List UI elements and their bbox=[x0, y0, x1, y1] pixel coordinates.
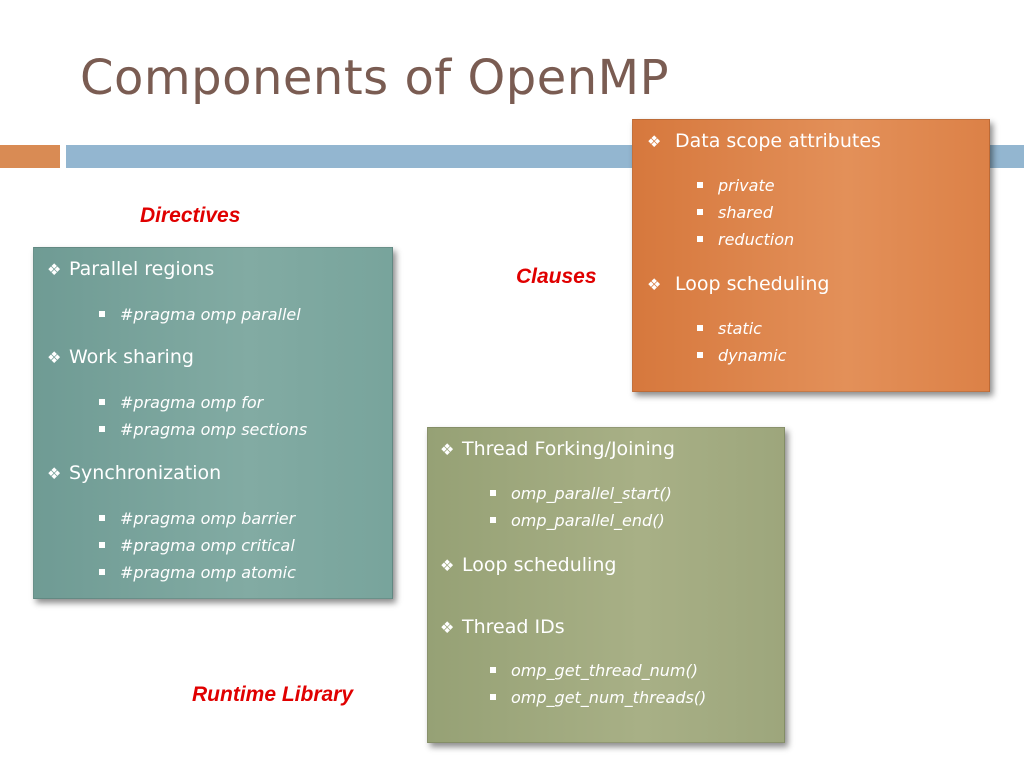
runtime-item: omp_parallel_start() bbox=[490, 484, 672, 503]
square-bullet-icon bbox=[697, 235, 703, 242]
item-text: static bbox=[718, 319, 762, 338]
item-text: #pragma omp barrier bbox=[120, 509, 296, 528]
directive-item: #pragma omp barrier bbox=[99, 509, 295, 528]
directives-label: Directives bbox=[140, 204, 241, 227]
clause-item: static bbox=[697, 319, 762, 338]
item-text: omp_get_num_threads() bbox=[511, 688, 707, 707]
runtime-library-label: Runtime Library bbox=[192, 683, 354, 706]
clauses-box: ❖ Data scope attributes private shared re… bbox=[632, 119, 990, 392]
square-bullet-icon bbox=[697, 181, 703, 188]
square-bullet-icon bbox=[490, 516, 496, 523]
clauses-section-heading: ❖ Loop scheduling bbox=[647, 273, 829, 295]
slide-title: Components of OpenMP bbox=[80, 50, 670, 106]
section-heading-text: Thread IDs bbox=[462, 616, 565, 638]
item-text: private bbox=[718, 176, 775, 195]
diamond-bullet-icon: ❖ bbox=[440, 440, 455, 459]
square-bullet-icon bbox=[99, 425, 105, 432]
clause-item: dynamic bbox=[697, 346, 786, 365]
item-text: dynamic bbox=[718, 346, 787, 365]
square-bullet-icon bbox=[99, 310, 105, 317]
square-bullet-icon bbox=[99, 514, 105, 521]
directive-item: #pragma omp critical bbox=[99, 536, 295, 555]
item-text: omp_parallel_end() bbox=[511, 511, 665, 530]
item-text: omp_get_thread_num() bbox=[511, 661, 698, 680]
diamond-bullet-icon: ❖ bbox=[47, 260, 62, 279]
diamond-bullet-icon: ❖ bbox=[47, 464, 62, 483]
directives-box: ❖ Parallel regions #pragma omp parallel ❖… bbox=[33, 247, 393, 599]
directive-item: #pragma omp parallel bbox=[99, 305, 301, 324]
runtime-item: omp_parallel_end() bbox=[490, 511, 665, 530]
item-text: #pragma omp sections bbox=[120, 420, 308, 439]
directives-section-heading: ❖ Synchronization bbox=[47, 462, 221, 484]
square-bullet-icon bbox=[697, 208, 703, 215]
diamond-bullet-icon: ❖ bbox=[47, 348, 62, 367]
runtime-item: omp_get_thread_num() bbox=[490, 661, 698, 680]
runtime-section-heading: ❖ Thread IDs bbox=[440, 616, 565, 638]
square-bullet-icon bbox=[99, 398, 105, 405]
section-heading-text: Synchronization bbox=[69, 462, 222, 484]
item-text: omp_parallel_start() bbox=[511, 484, 672, 503]
section-heading-text: Data scope attributes bbox=[675, 130, 881, 152]
item-text: #pragma omp critical bbox=[120, 536, 295, 555]
clause-item: reduction bbox=[697, 230, 794, 249]
section-heading-text: Parallel regions bbox=[69, 258, 215, 280]
diamond-bullet-icon: ❖ bbox=[647, 275, 662, 294]
square-bullet-icon bbox=[490, 489, 496, 496]
directives-section-heading: ❖ Work sharing bbox=[47, 346, 194, 368]
diamond-bullet-icon: ❖ bbox=[647, 132, 662, 151]
item-text: #pragma omp parallel bbox=[120, 305, 301, 324]
square-bullet-icon bbox=[490, 693, 496, 700]
clause-item: shared bbox=[697, 203, 773, 222]
diamond-bullet-icon: ❖ bbox=[440, 556, 455, 575]
runtime-library-box: ❖ Thread Forking/Joining omp_parallel_sta… bbox=[427, 427, 785, 743]
directive-item: #pragma omp sections bbox=[99, 420, 307, 439]
directive-item: #pragma omp atomic bbox=[99, 563, 296, 582]
section-heading-text: Thread Forking/Joining bbox=[462, 438, 675, 460]
square-bullet-icon bbox=[490, 666, 496, 673]
section-heading-text: Loop scheduling bbox=[675, 273, 830, 295]
directive-item: #pragma omp for bbox=[99, 393, 263, 412]
runtime-section-heading: ❖ Thread Forking/Joining bbox=[440, 438, 675, 460]
item-text: shared bbox=[718, 203, 773, 222]
square-bullet-icon bbox=[99, 541, 105, 548]
square-bullet-icon bbox=[697, 351, 703, 358]
clauses-section-heading: ❖ Data scope attributes bbox=[647, 130, 881, 152]
item-text: #pragma omp atomic bbox=[120, 563, 296, 582]
diamond-bullet-icon: ❖ bbox=[440, 618, 455, 637]
square-bullet-icon bbox=[697, 324, 703, 331]
directives-section-heading: ❖ Parallel regions bbox=[47, 258, 214, 280]
section-heading-text: Work sharing bbox=[69, 346, 194, 368]
clause-item: private bbox=[697, 176, 775, 195]
clauses-label: Clauses bbox=[516, 265, 597, 288]
section-heading-text: Loop scheduling bbox=[462, 554, 617, 576]
item-text: #pragma omp for bbox=[120, 393, 264, 412]
runtime-item: omp_get_num_threads() bbox=[490, 688, 706, 707]
item-text: reduction bbox=[718, 230, 795, 249]
square-bullet-icon bbox=[99, 568, 105, 575]
runtime-section-heading: ❖ Loop scheduling bbox=[440, 554, 616, 576]
accent-bar-orange bbox=[0, 145, 60, 168]
